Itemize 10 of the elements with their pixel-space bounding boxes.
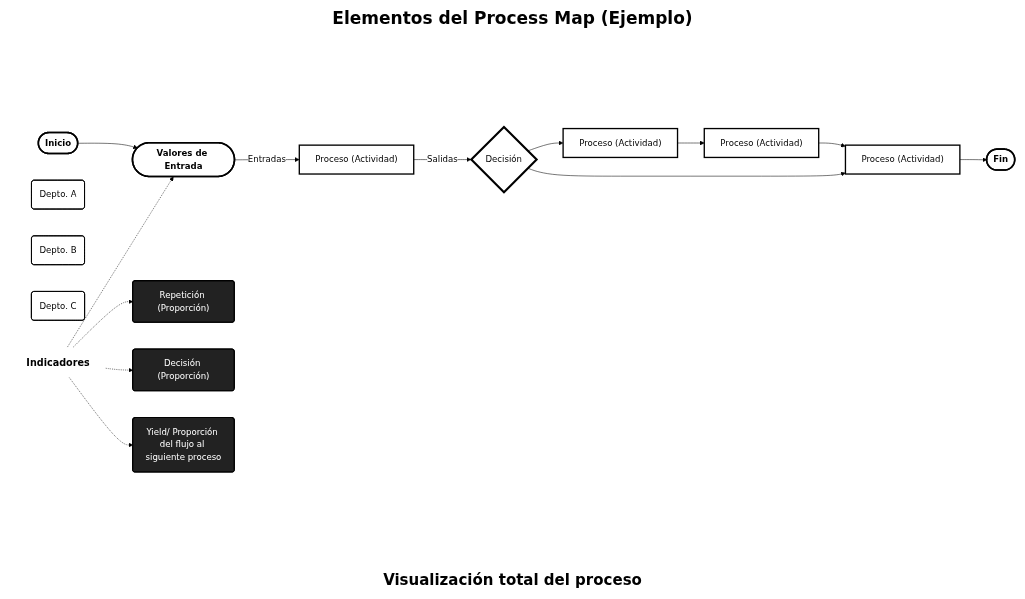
edge-label: Salidas [427,154,458,165]
node-box: Proceso (Actividad) [844,144,961,175]
edge-label: Entradas [247,154,286,165]
node-box: Proceso (Actividad) [703,127,820,159]
node-box: Proceso (Actividad) [562,127,679,159]
node-text: Indicadores [26,356,90,368]
diagram-title: Elementos del Process Map (Ejemplo) [332,8,693,28]
caption-text: Visualización total del proceso [383,571,642,589]
node-box: Proceso (Actividad) [298,144,415,175]
node-diamond: Decisión [469,125,539,194]
